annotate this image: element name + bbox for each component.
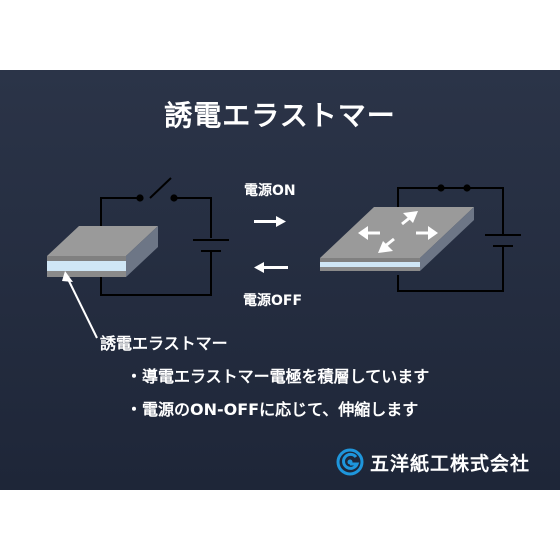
expand-arrows-icon [358,211,438,253]
g-logo-icon [336,448,364,476]
expand-arrow-left-icon [358,226,380,240]
material-label: 誘電エラストマー [100,334,228,353]
expand-arrow-right-icon [416,226,438,240]
left-plate [47,226,158,277]
power-on-label: 電源ON [244,183,296,199]
callout-arrow [62,271,98,339]
diagram [47,177,521,339]
slide: 誘電エラストマー [0,70,560,490]
expand-arrow-up-icon [401,211,418,226]
right-circuit [397,184,504,292]
slide-title: 誘電エラストマー [164,99,396,132]
power-off-label: 電源OFF [243,293,303,309]
arrow-left-icon [254,262,288,273]
left-battery-icon [193,239,229,252]
bullet-item: ・導電エラストマー電極を積層しています [126,367,430,386]
expand-arrow-down-icon [378,237,395,253]
right-plate [320,207,474,271]
arrow-right-icon [254,216,286,227]
company-logo: 五洋紙工株式会社 [336,448,530,476]
company-name: 五洋紙工株式会社 [370,452,531,475]
bullet-item: ・電源のON-OFFに応じて、伸縮します [126,400,419,419]
right-battery-icon [485,234,521,247]
left-circuit [100,177,212,296]
